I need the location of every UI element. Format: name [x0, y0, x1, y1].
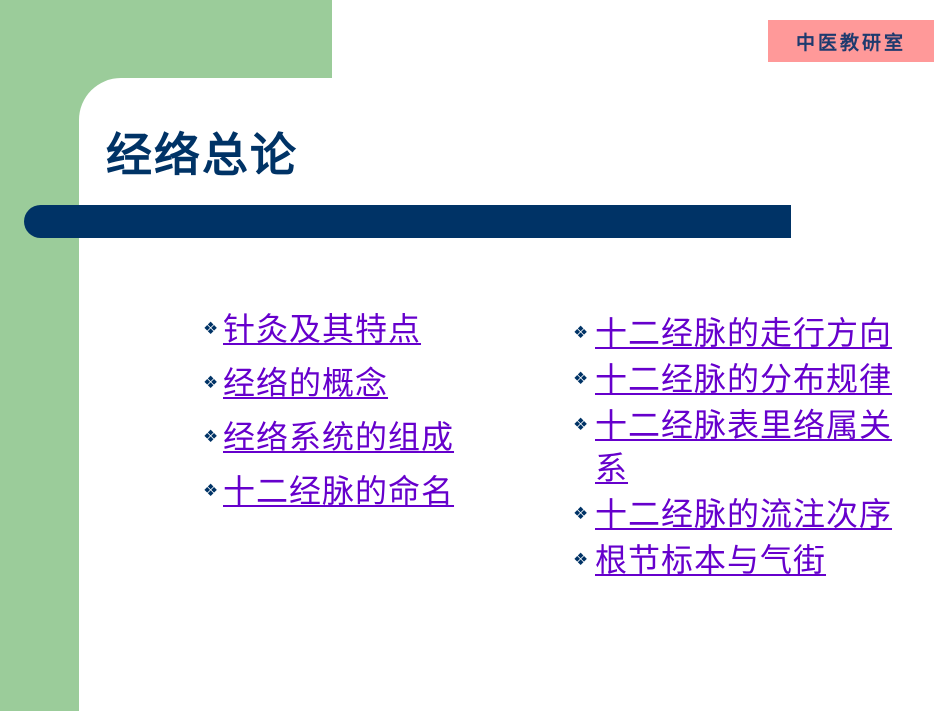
list-item: ❖ 十二经脉的命名: [203, 472, 523, 510]
diamond-bullet-icon: ❖: [203, 427, 219, 447]
diamond-bullet-icon: ❖: [573, 369, 589, 389]
diamond-bullet-icon: ❖: [573, 323, 589, 343]
link-meridian-system[interactable]: 经络系统的组成: [223, 418, 455, 456]
diamond-bullet-icon: ❖: [203, 373, 219, 393]
list-item: ❖ 针灸及其特点: [203, 310, 523, 348]
decor-green-left-strip: [0, 0, 79, 711]
page-title: 经络总论: [106, 128, 298, 182]
right-link-list: ❖ 十二经脉的走行方向 ❖ 十二经脉的分布规律 ❖ 十二经脉表里络属关系 ❖ 十…: [573, 312, 908, 585]
diamond-bullet-icon: ❖: [203, 481, 219, 501]
link-meridian-exterior-interior[interactable]: 十二经脉表里络属关系: [595, 406, 893, 487]
list-item: ❖ 经络的概念: [203, 364, 523, 402]
department-badge: 中医教研室: [768, 20, 934, 62]
list-item: ❖ 经络系统的组成: [203, 418, 523, 456]
link-meridian-concept[interactable]: 经络的概念: [223, 364, 389, 402]
diamond-bullet-icon: ❖: [573, 415, 589, 435]
list-item: ❖ 十二经脉的流注次序: [573, 493, 908, 536]
link-acupuncture-features[interactable]: 针灸及其特点: [223, 310, 422, 348]
list-item: ❖ 十二经脉的走行方向: [573, 312, 908, 355]
list-item: ❖ 根节标本与气街: [573, 539, 908, 582]
diamond-bullet-icon: ❖: [573, 504, 589, 524]
link-meridian-flow-order[interactable]: 十二经脉的流注次序: [595, 495, 893, 533]
left-link-list: ❖ 针灸及其特点 ❖ 经络的概念 ❖ 经络系统的组成 ❖ 十二经脉的命名: [203, 310, 523, 526]
link-root-node-qi-street[interactable]: 根节标本与气街: [595, 541, 827, 579]
title-underline-bar: [24, 205, 791, 238]
diamond-bullet-icon: ❖: [203, 319, 219, 339]
link-meridian-direction[interactable]: 十二经脉的走行方向: [595, 314, 893, 352]
link-meridian-naming[interactable]: 十二经脉的命名: [223, 472, 455, 510]
list-item: ❖ 十二经脉的分布规律: [573, 358, 908, 401]
link-meridian-distribution[interactable]: 十二经脉的分布规律: [595, 360, 893, 398]
diamond-bullet-icon: ❖: [573, 550, 589, 570]
list-item: ❖ 十二经脉表里络属关系: [573, 404, 908, 490]
